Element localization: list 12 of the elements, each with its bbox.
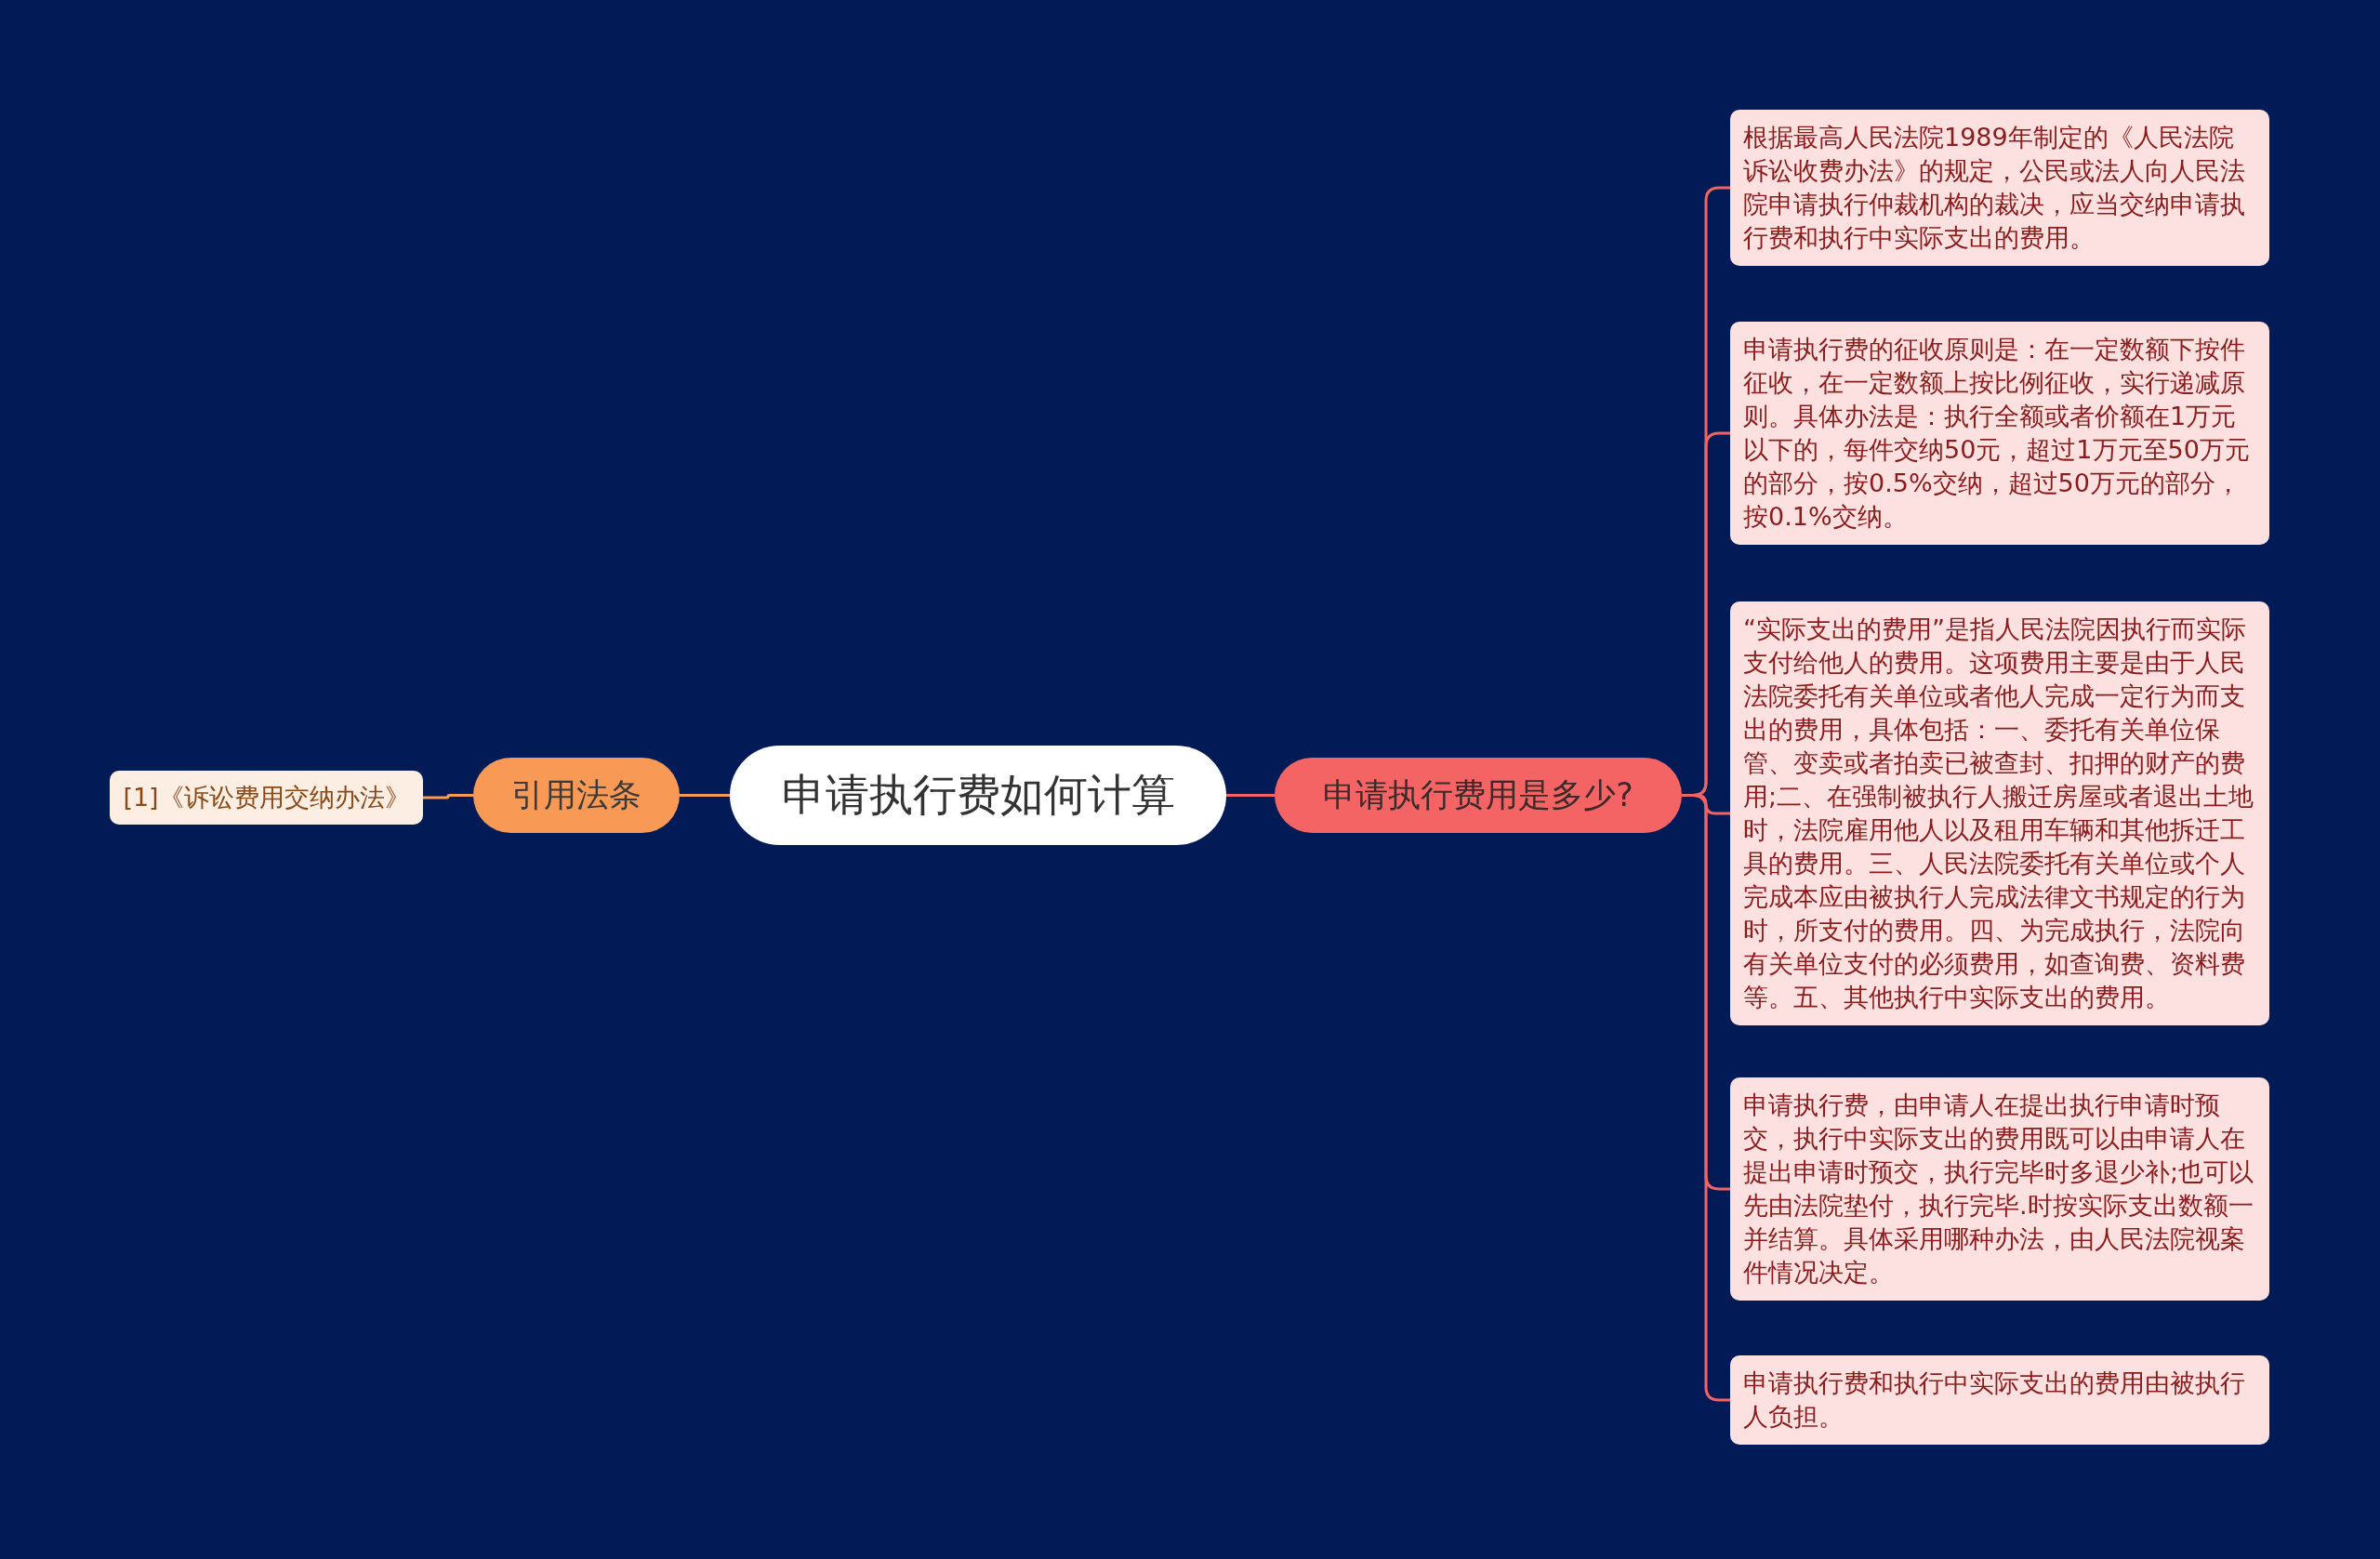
connector-line — [423, 794, 473, 799]
note-box: “实际支出的费用”是指人民法院因执行而实际支付给他人的费用。这项费用主要是由于人民法院委托有关单位或者他人完成一定行为而支出的费用，具体包括：一、委托有关单位保管、变卖或者拍卖已被查封、扣押的财产的费用;二、在强制被执行人搬迁房屋或者退出土地时，法院雇用他人以及租用车辆和其他拆迁工具的费用。三、人民法院委托有关单位或个人完成本应由被执行人完成法律文书规定的行为时，所支付的费用。四、为完成执行，法院向有关单位支付的必须费用，如查询费、资料费等。五、其他执行中实际支出的费用。 — [1730, 601, 2269, 1025]
branch-pill: 申请执行费用是多少? — [1275, 758, 1682, 833]
note-box: 申请执行费的征收原则是：在一定数额下按件征收，在一定数额上按比例征收，实行递减原则。具体办法是：执行全额或者价额在1万元以下的，每件交纳50元，超过1万元至50万元的部分，按0.5%交纳，超过50万元的部分，按0.1%交纳。 — [1730, 322, 2269, 545]
branch-pill: 引用法条 — [473, 758, 680, 833]
note-box: 申请执行费，由申请人在提出执行申请时预交，执行中实际支出的费用既可以由申请人在提出申请时预交，执行完毕时多退少补;也可以先由法院垫付，执行完毕.时按实际支出数额一并结算。具体采用哪种办法，由人民法院视案件情况决定。 — [1730, 1077, 2269, 1301]
citation-box: [1]《诉讼费用交纳办法》 — [110, 771, 423, 825]
connector-line — [1226, 794, 1275, 797]
note-box: 申请执行费和执行中实际支出的费用由被执行人负担。 — [1730, 1355, 2269, 1445]
connector-line — [680, 794, 730, 797]
note-box: 根据最高人民法院1989年制定的《人民法院诉讼收费办法》的规定，公民或法人向人民法院申请执行仲裁机构的裁决，应当交纳申请执行费和执行中实际支出的费用。 — [1730, 110, 2269, 266]
topic-pill: 申请执行费如何计算 — [730, 746, 1226, 845]
